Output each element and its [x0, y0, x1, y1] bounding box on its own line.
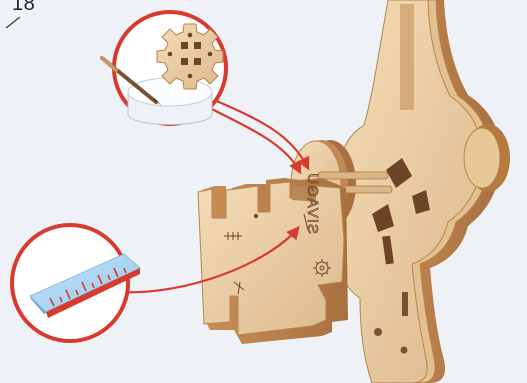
gear-icon: [157, 24, 223, 89]
sandpaper-callout: [12, 225, 140, 341]
step-leader-line: [6, 17, 20, 28]
part-engraving: SIVAGU: [304, 172, 321, 234]
glue-callout: [102, 12, 226, 125]
front-plate: SIVAGU: [198, 172, 348, 344]
